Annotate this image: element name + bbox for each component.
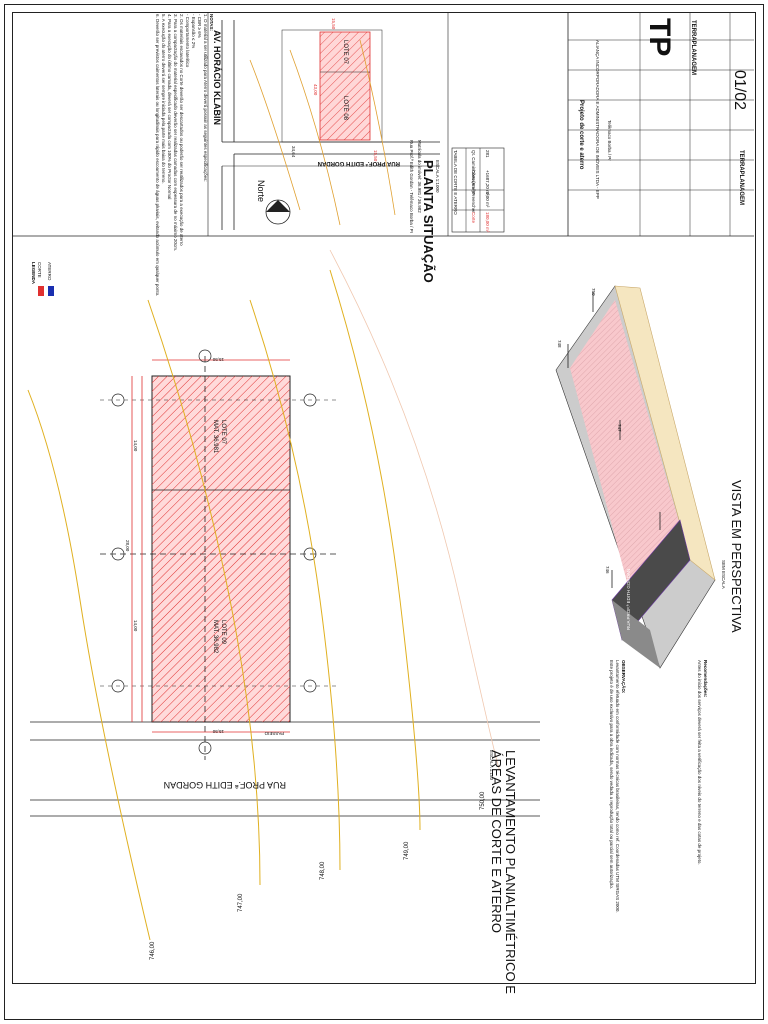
observation-text: Levantamento efetuado em conformidade co… <box>615 660 620 913</box>
inner-border <box>12 12 756 984</box>
note-item: 6. Deverão ser previstos caimentos later… <box>155 14 160 297</box>
company-logo: TP <box>643 18 676 57</box>
situation-dim-4: 15,50 <box>373 150 378 162</box>
north-label: Norte <box>256 180 266 203</box>
situation-lot-b: LOTE 08 <box>342 96 348 121</box>
perspective-street: RUA PROF.ª EDITH GORDAN <box>626 568 631 630</box>
situation-scale: ESCALA 1:1000 <box>435 160 440 193</box>
notes-block: NOTAS: 1. O material a ser utilizado par… <box>154 14 214 297</box>
project-location: Telêmaco Borba / Pr <box>607 120 612 161</box>
legend-corte-label: CORTE <box>37 262 42 278</box>
situation-dim-2: 43,00 <box>313 84 318 96</box>
recommendations-block: Recomendações: Antes do início dos servi… <box>696 660 708 960</box>
recommendation-text: Antes do início dos serviços deverá ser … <box>697 660 702 865</box>
note-item: 2. Os materiais escavados no Corte dever… <box>179 14 184 246</box>
contour-label: 750,00 <box>480 791 486 810</box>
lot-07-label: LOTE 07 <box>220 420 226 445</box>
perspective-level: 746 <box>605 566 610 574</box>
observation-text: Este projeto é de uso exclusivo para a o… <box>609 660 614 890</box>
company-name: TERRAPLANAGEM <box>690 20 696 75</box>
legend-aterro-label: ATERRO <box>47 262 52 281</box>
main-plan-scale: ESCALA 1:150 <box>489 750 494 781</box>
sidewalk-label: PASSEIO <box>264 731 284 736</box>
table-title: TABELA DE CORTE E ATERRO <box>453 150 458 215</box>
contour-label: 747,00 <box>238 893 244 912</box>
dim-side-total: 28,00 <box>125 540 130 552</box>
contour-label: 748,00 <box>320 861 326 880</box>
table-cell: Qt. Caminhões (6m³) <box>471 150 476 193</box>
note-item: - Comportamento laterítico <box>185 14 190 68</box>
note-item: 1. O material a ser utilizado para Aterr… <box>203 14 208 182</box>
note-item: 5. A execução do aterro deverá ser sempr… <box>161 14 166 184</box>
table-cell: +1687,20 m³ <box>485 170 490 196</box>
situation-dim-3: 34,64 <box>291 146 296 158</box>
table-cell: 281 <box>485 150 490 158</box>
situation-lot-a: LOTE 07 <box>342 40 348 65</box>
lot-09-mat: MAT. 36.982 <box>212 620 218 654</box>
observations-heading: OBSERVAÇÃO: <box>621 660 626 694</box>
contour-label: 749,00 <box>404 841 410 860</box>
situation-street-bottom: RUA PROF.ª EDITH GORDAN <box>317 160 400 166</box>
table-cell: Corte <box>471 212 476 224</box>
perspective-level: 747 <box>617 424 622 432</box>
company-footer: TERRAPLANAGEM <box>738 150 744 205</box>
sheet-number: 01/02 <box>731 70 748 111</box>
perspective-level: 750 <box>591 288 596 296</box>
lot-07-mat: MAT. 36.981 <box>212 420 218 454</box>
situation-address: Rua Prof.ª Edith Gordan - Telêmaco Borba… <box>409 140 414 234</box>
main-plan-title-1: LEVANTAMENTO PLANIALTIMÉTRICO E <box>503 750 518 994</box>
note-item: 3. Para a compactação do material especi… <box>173 14 178 252</box>
dim-bottom: 15,50 <box>212 729 224 734</box>
dim-top: 15,50 <box>212 357 224 362</box>
perspective-title: VISTA EM PERSPECTIVA <box>729 480 744 633</box>
lot-09-label: LOTE 09 <box>220 620 226 645</box>
situation-dim-1: 15,50 <box>331 18 336 30</box>
dim-side-2: 14,00 <box>133 620 138 632</box>
note-item: - Expansão ≤ 2% <box>191 14 196 49</box>
table-cell: Preencher <box>471 192 476 213</box>
perspective-level: 748 <box>557 340 562 348</box>
dim-side-1: 14,00 <box>133 440 138 452</box>
table-cell: 180,00 m³ <box>485 212 490 233</box>
situation-street-top: AV. HORÁCIO KLABIN <box>212 30 222 126</box>
perspective-scale: SEM ESCALA <box>721 560 726 589</box>
observations-block: OBSERVAÇÃO: Levantamento efetuado em con… <box>608 660 626 960</box>
project-label: Projeto de corte e aterro <box>578 100 584 170</box>
contour-label: 746,00 <box>150 941 156 960</box>
recommendations-heading: Recomendações: <box>703 660 708 698</box>
outer-border <box>4 4 764 1020</box>
situation-registry: Matrícula do imóvel: 36.981 / 36.982 <box>417 140 422 213</box>
main-street-label: RUA PROF.ª EDITH GORDAN <box>163 780 286 790</box>
client-name: ALIANÇA INCORPORADORA E ADMINISTRADORA D… <box>595 40 600 199</box>
